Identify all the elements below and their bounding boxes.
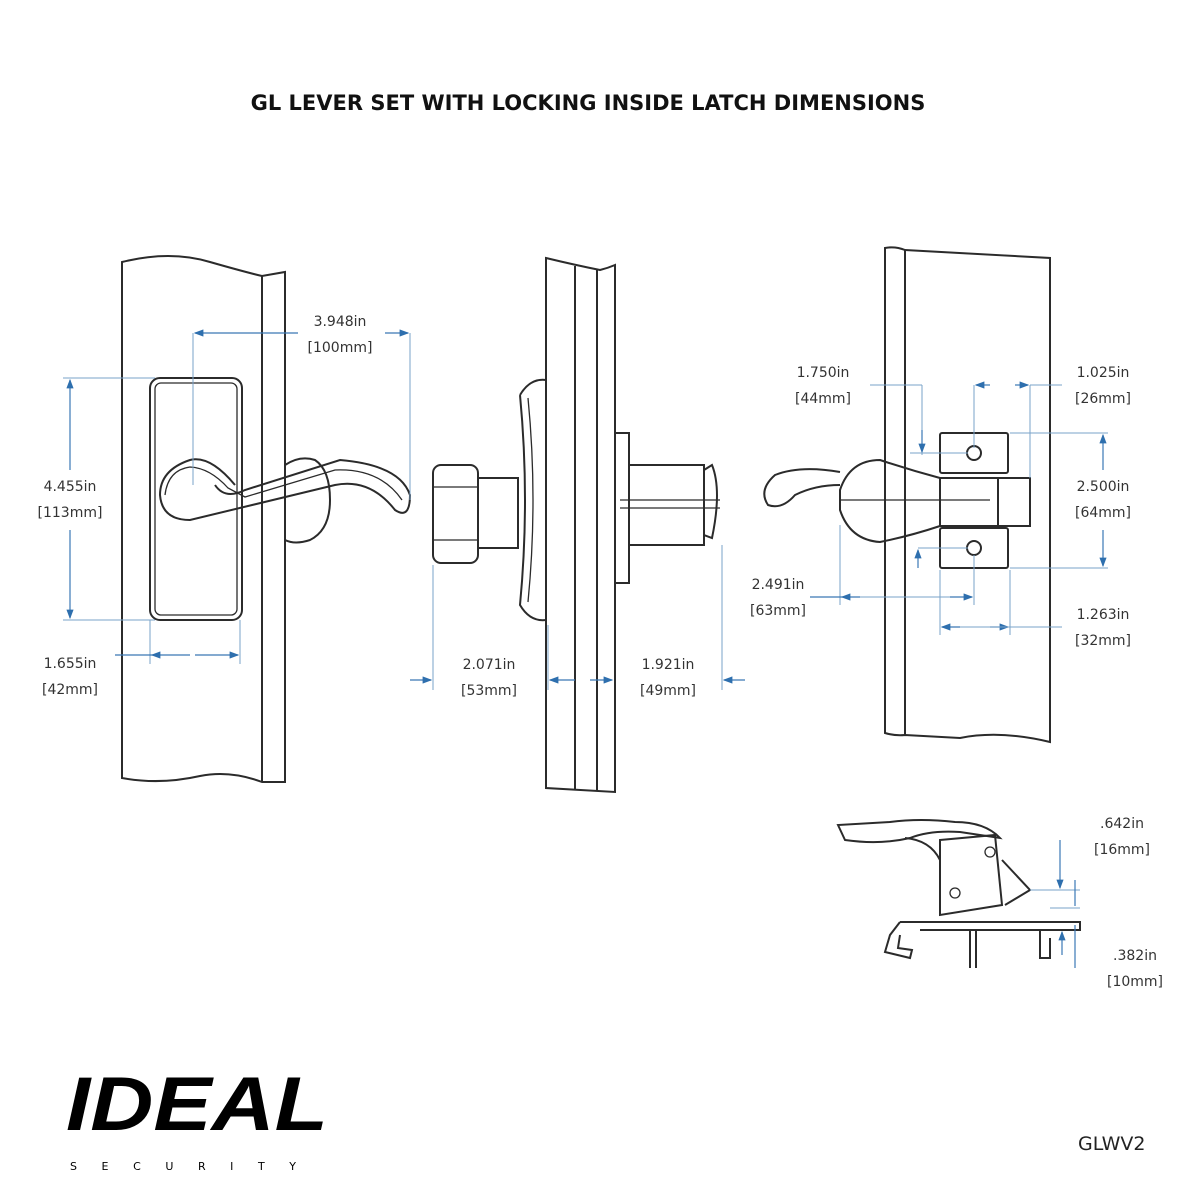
dim-mm: [42mm]: [42, 682, 98, 698]
diagram-title: GL LEVER SET WITH LOCKING INSIDE LATCH D…: [251, 91, 926, 115]
dim-in: 1.655in: [44, 656, 97, 672]
dim-mm: [44mm]: [795, 391, 851, 407]
dim-mm: [63mm]: [750, 603, 806, 619]
dim-mm: [53mm]: [461, 683, 517, 699]
dimension-escutcheon-height: 4.455in [113mm]: [38, 377, 155, 621]
inside-latch-view: [763, 246, 1051, 744]
side-section-view: [432, 256, 720, 794]
dim-mm: [32mm]: [1075, 633, 1131, 649]
dim-in: .382in: [1113, 948, 1157, 964]
brand-tagline: SECURITY: [70, 1160, 322, 1173]
dim-mm: [49mm]: [640, 683, 696, 699]
dimension-inside-lever-reach: 2.491in [63mm]: [750, 525, 975, 619]
dimension-escutcheon-width: 1.655in [42mm]: [42, 620, 241, 698]
dimension-side-height-bottom: .382in [10mm]: [1058, 925, 1163, 990]
dimension-hole-spacing: 2.500in [64mm]: [1010, 432, 1131, 569]
dim-in: 1.750in: [797, 365, 850, 381]
outside-lever-view: [121, 255, 412, 783]
dim-in: 2.491in: [752, 577, 805, 593]
dim-in: 2.071in: [463, 657, 516, 673]
dim-mm: [16mm]: [1094, 842, 1150, 858]
dimension-knob-depth: 2.071in [53mm]: [410, 565, 575, 699]
dimension-lever-projection: 3.948in [100mm]: [192, 314, 411, 500]
dim-mm: [26mm]: [1075, 391, 1131, 407]
dim-in: 1.921in: [642, 657, 695, 673]
dim-in: 2.500in: [1077, 479, 1130, 495]
dim-in: 4.455in: [44, 479, 97, 495]
latch-side-view: [836, 819, 1081, 968]
dimension-latch-width: 1.025in [26mm]: [973, 365, 1131, 478]
dim-mm: [100mm]: [308, 340, 373, 356]
dim-in: 3.948in: [314, 314, 367, 330]
dim-in: 1.025in: [1077, 365, 1130, 381]
dimension-latch-depth: 1.921in [49mm]: [590, 545, 745, 699]
dim-mm: [113mm]: [38, 505, 103, 521]
dimension-side-height-top: .642in [16mm]: [1030, 816, 1150, 909]
dimension-latch-offset: 1.750in [44mm]: [795, 365, 968, 568]
dim-in: 1.263in: [1077, 607, 1130, 623]
dim-mm: [10mm]: [1107, 974, 1163, 990]
dimension-latch-body-width: 1.263in [32mm]: [939, 570, 1131, 649]
brand-logo: IDEAL SECURITY: [66, 1062, 328, 1173]
brand-name: IDEAL: [66, 1062, 328, 1147]
dim-mm: [64mm]: [1075, 505, 1131, 521]
model-number: GLWV2: [1078, 1133, 1145, 1155]
dim-in: .642in: [1100, 816, 1144, 832]
